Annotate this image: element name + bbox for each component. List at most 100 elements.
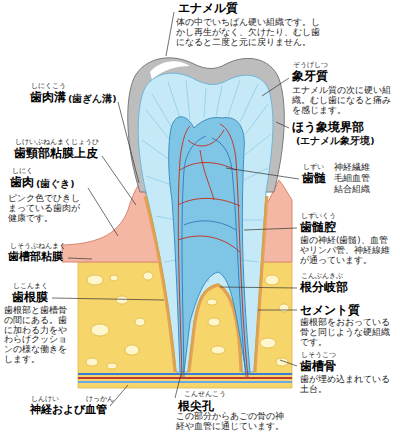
part-alias: (歯ぐき) <box>36 179 75 190</box>
part-label: 歯肉溝 <box>30 91 66 105</box>
furigana: しそうぶねんまく <box>10 243 66 250</box>
vessel <box>180 163 236 171</box>
bone-pore <box>265 275 279 285</box>
description: エナメル質の次に硬い組織。むし歯になると痛みを感じます。 <box>292 86 396 115</box>
tubule <box>152 94 172 128</box>
leader-line <box>244 228 297 230</box>
nerve <box>184 221 236 230</box>
furigana: しけいぶねんまくじょうひ <box>15 139 99 146</box>
vessel <box>178 236 240 252</box>
pulp-nerves <box>182 136 246 378</box>
part-label: 歯肉 <box>10 176 34 190</box>
description: 歯が埋め込まれている土台。 <box>300 375 396 395</box>
furigana: しんけい <box>31 396 59 403</box>
bone-pore <box>208 318 220 326</box>
tubule <box>186 80 190 120</box>
leader-line <box>226 168 299 179</box>
nerve-line <box>78 373 292 375</box>
leader-line <box>68 258 92 259</box>
vessel <box>178 126 190 378</box>
tubule <box>146 176 172 185</box>
part-label: セメント質 <box>300 304 360 318</box>
furigana: しずい <box>303 164 324 171</box>
tubule <box>242 220 262 221</box>
bone-pore <box>91 324 109 336</box>
part-label: 歯槽部粘膜 <box>8 251 63 264</box>
leader-lines <box>52 12 299 406</box>
description: 神経繊維 <box>334 163 370 173</box>
tubule <box>146 110 170 140</box>
furigana: しにく <box>12 168 33 175</box>
leader-line <box>88 188 118 236</box>
furigana: ぞうげしつ <box>293 62 328 69</box>
part-label: 歯頸部粘膜上皮 <box>14 147 98 161</box>
leader-line <box>220 287 297 288</box>
description: 歯根部と歯槽骨の間にある。歯に加わる力をやわらげクッションの様な働きをします。 <box>4 306 74 365</box>
tubule <box>228 80 240 116</box>
vessel <box>188 130 224 146</box>
furigana: しこんまく <box>13 283 48 290</box>
vessel <box>178 198 240 206</box>
part-label: エナメル質 <box>178 2 238 16</box>
part-alias: (エナメル象牙境) <box>296 136 375 147</box>
bone-pore <box>207 299 217 305</box>
description: 体の中でいちばん硬い組織です。しかし再生がなく、欠けたり、むし歯になると二度と元… <box>176 18 326 47</box>
part-label: ほう象境界部 <box>292 121 364 135</box>
bone-pore <box>107 363 117 369</box>
description: 歯根部をおおっている骨と同じような硬組織です。 <box>300 318 396 347</box>
tubule <box>243 260 259 262</box>
tubule <box>164 260 176 262</box>
leader-line <box>118 102 139 183</box>
part-label: 歯髄 <box>302 172 326 186</box>
pulp-vessels <box>178 124 248 378</box>
description: 歯の神経(歯髄)、血管やリンパ管、神経線維が通っています。 <box>300 236 396 265</box>
bone-pore <box>110 275 118 281</box>
part-label: 歯槽骨 <box>300 360 336 374</box>
leader-line <box>166 12 174 56</box>
furigana: しずいくう <box>301 213 336 220</box>
leader-line <box>262 78 289 96</box>
tubule <box>142 140 170 160</box>
bone-pore <box>87 275 103 285</box>
leader-line <box>52 298 164 300</box>
description: 毛細血管 <box>334 174 370 184</box>
tubule <box>204 88 206 118</box>
leader-line <box>102 156 136 205</box>
tubule <box>245 104 268 135</box>
cementum-line <box>146 196 176 372</box>
bone-pore <box>116 296 128 304</box>
furigana: こんせんこう <box>184 391 226 398</box>
vessel <box>200 150 214 200</box>
description: ピンク色でひきしまっている歯肉が健康です。 <box>8 194 82 223</box>
bone-pore <box>86 358 98 366</box>
bone-pore <box>143 272 153 280</box>
dentin <box>138 73 273 372</box>
bone-pore <box>125 345 139 355</box>
part-label: 神経および血管 <box>30 404 107 417</box>
cementum-line <box>254 196 266 372</box>
furigana: しにくこう <box>31 83 66 90</box>
bone-pore <box>135 318 145 326</box>
nerve <box>212 138 246 378</box>
leader-line <box>258 310 297 311</box>
leader-line <box>175 374 181 398</box>
bone-pore <box>211 346 225 354</box>
furigana: しそうこつ <box>301 352 336 359</box>
part-label: 根分岐部 <box>300 281 348 295</box>
part-label: 歯髄腔 <box>300 221 336 235</box>
tubule <box>240 84 258 122</box>
vessel-line <box>78 381 292 383</box>
nerve-vessel-bundle <box>78 374 292 382</box>
furigana: けっかん <box>86 396 114 403</box>
part-alias: (歯ぎん溝) <box>68 94 117 105</box>
leader-line <box>276 122 289 128</box>
bone-pore <box>260 338 276 348</box>
furigana: こんぶんきぶ <box>301 273 343 280</box>
leader-line <box>280 360 297 366</box>
bone-pore <box>279 304 289 312</box>
tubule <box>168 82 180 118</box>
description: この部分からあごの骨の神経や血管に通じています。 <box>176 412 286 432</box>
description: 結合組織 <box>334 185 370 195</box>
tubule <box>216 86 222 116</box>
